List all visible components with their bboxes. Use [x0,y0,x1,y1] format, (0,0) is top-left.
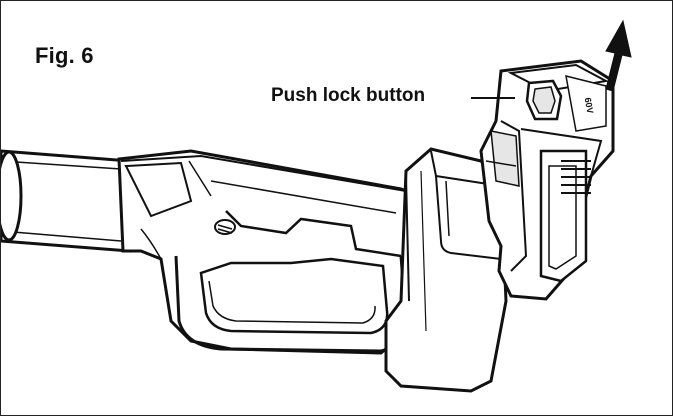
battery-label-plate: 60V [565,74,607,132]
handle-housing [117,149,433,355]
shaft-tube [1,149,131,253]
figure-label: Fig. 6 [35,43,94,68]
battery-label: 60V [583,97,596,115]
push-lock-button-label: Push lock button [271,85,426,106]
up-arrow-icon [605,19,632,92]
battery-housing [384,147,508,393]
push-lock-button [525,79,563,121]
battery-pack: 60V [479,59,615,301]
